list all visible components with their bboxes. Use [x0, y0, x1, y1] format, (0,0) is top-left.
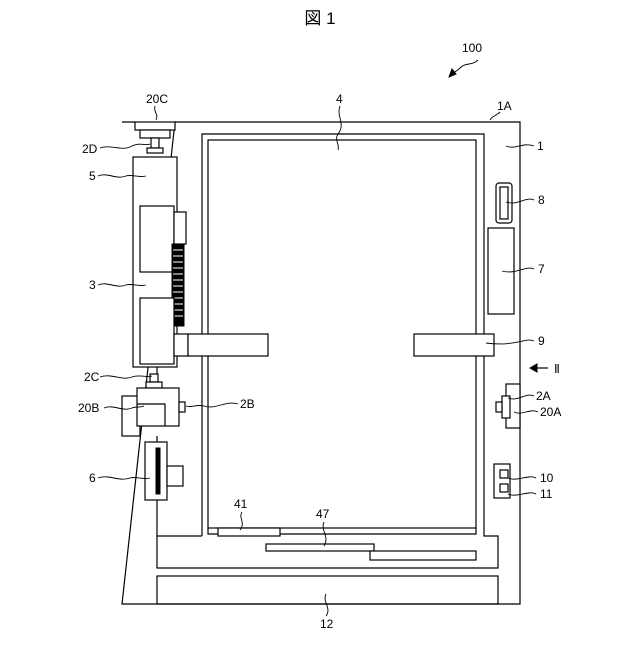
- label-10: 10: [540, 471, 554, 485]
- connector-2c: [150, 374, 158, 382]
- arrowhead-100: [449, 69, 456, 77]
- label-20c: 20C: [146, 92, 168, 106]
- connector-2a: [496, 402, 502, 412]
- connector-2c-base: [146, 382, 162, 388]
- label-3: 3: [89, 278, 96, 292]
- panel-7: [488, 228, 514, 314]
- housing-outer: [122, 122, 520, 604]
- label-7: 7: [538, 262, 545, 276]
- label-8: 8: [538, 193, 545, 207]
- bar-9-right: [414, 334, 494, 356]
- part-11-slot: [500, 484, 508, 492]
- label-41: 41: [234, 497, 248, 511]
- label-1a: 1A: [497, 99, 512, 113]
- module-20a-inner: [502, 396, 510, 418]
- label-2a: 2A: [536, 389, 551, 403]
- figure-title: 図 1: [304, 9, 335, 28]
- label-5: 5: [89, 169, 96, 183]
- handle-8-inner: [500, 187, 508, 219]
- unit-3-lower-block: [140, 298, 174, 364]
- unit-3-lower-tab: [174, 334, 188, 356]
- leader-2d: [100, 144, 150, 148]
- label-11: 11: [540, 487, 553, 501]
- label-2d: 2D: [82, 142, 98, 156]
- leader-20c: [155, 106, 157, 120]
- base-12: [157, 576, 498, 604]
- leader-41: [240, 512, 242, 530]
- label-4: 4: [336, 92, 343, 106]
- module-20b: [137, 388, 179, 426]
- connector-2d: [151, 138, 159, 148]
- module-20c-lower: [140, 130, 170, 138]
- leader-2c: [100, 376, 152, 378]
- leader-12: [325, 594, 328, 616]
- connector-2d-base: [147, 148, 163, 153]
- label-2c: 2C: [84, 370, 100, 384]
- label-ii: Ⅱ: [554, 362, 560, 376]
- part-10: [494, 464, 510, 498]
- label-2b: 2B: [240, 397, 255, 411]
- label-20b: 20B: [78, 401, 99, 415]
- leader-1a: [490, 112, 500, 120]
- label-12: 12: [320, 617, 334, 631]
- leader-4: [337, 106, 342, 150]
- leader-10: [508, 477, 536, 479]
- label-47: 47: [316, 507, 330, 521]
- label-1: 1: [537, 139, 544, 153]
- leader-2b: [186, 403, 238, 407]
- part-47: [266, 544, 374, 551]
- unit-3-upper-block: [140, 206, 174, 272]
- label-6: 6: [89, 471, 96, 485]
- leader-6: [98, 477, 150, 479]
- label-20a: 20A: [540, 405, 561, 419]
- module-6-rod: [156, 448, 160, 494]
- part-47-lower: [370, 551, 476, 560]
- unit-3-upper-tab: [174, 212, 186, 244]
- leader-11: [508, 493, 536, 495]
- part-41: [218, 528, 280, 536]
- part-10-slot: [500, 470, 508, 478]
- view-arrow-head: [530, 364, 537, 372]
- module-6-tab: [167, 466, 183, 486]
- leader-100: [452, 60, 478, 74]
- label-9: 9: [538, 334, 545, 348]
- module-20c: [135, 122, 175, 130]
- connector-2b: [179, 402, 185, 412]
- label-100: 100: [462, 41, 482, 55]
- bar-9-left: [188, 334, 268, 356]
